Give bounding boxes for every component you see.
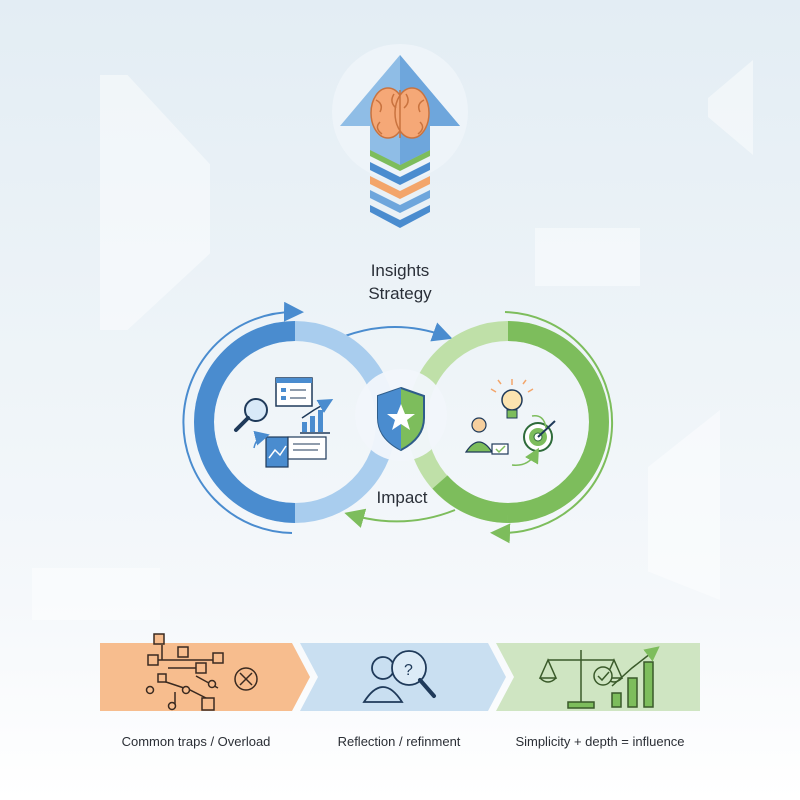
bg-shape-right-mid xyxy=(535,228,640,286)
brain-icon xyxy=(370,87,430,139)
scale-icon xyxy=(538,650,624,709)
layer-stack-icon xyxy=(370,148,430,228)
network-icon xyxy=(145,633,224,711)
step-2-caption: Reflection / refinment xyxy=(337,734,461,749)
label-strategy: Strategy xyxy=(368,284,432,303)
connector-arrow-top xyxy=(344,322,453,342)
svg-text:?: ? xyxy=(404,662,413,679)
step-1-caption: Common traps / Overload xyxy=(121,734,271,749)
magnifier-icon xyxy=(234,398,268,432)
infinity-loop xyxy=(182,301,613,544)
bg-shape-left-low xyxy=(32,568,160,620)
thinking-person-icon: ? xyxy=(362,650,436,703)
growth-chart-icon xyxy=(611,646,660,708)
cancel-icon xyxy=(234,667,258,691)
report-icon xyxy=(253,430,327,468)
step-3-caption: Simplicity + depth = influence xyxy=(515,734,685,749)
connector-arrow-bottom xyxy=(344,508,456,528)
top-growth-icon xyxy=(332,44,468,228)
shield-star-icon xyxy=(377,386,425,452)
outer-arc-green xyxy=(490,311,613,544)
outer-arc-blue xyxy=(182,301,304,534)
person-laptop-icon xyxy=(464,417,539,466)
lightbulb-icon xyxy=(490,379,534,419)
label-impact: Impact xyxy=(376,488,428,507)
step-banner: ? xyxy=(100,633,700,711)
label-insights: Insights xyxy=(370,261,430,280)
bar-chart-icon xyxy=(300,399,334,434)
dashboard-icon xyxy=(275,377,313,407)
target-icon xyxy=(523,415,556,452)
